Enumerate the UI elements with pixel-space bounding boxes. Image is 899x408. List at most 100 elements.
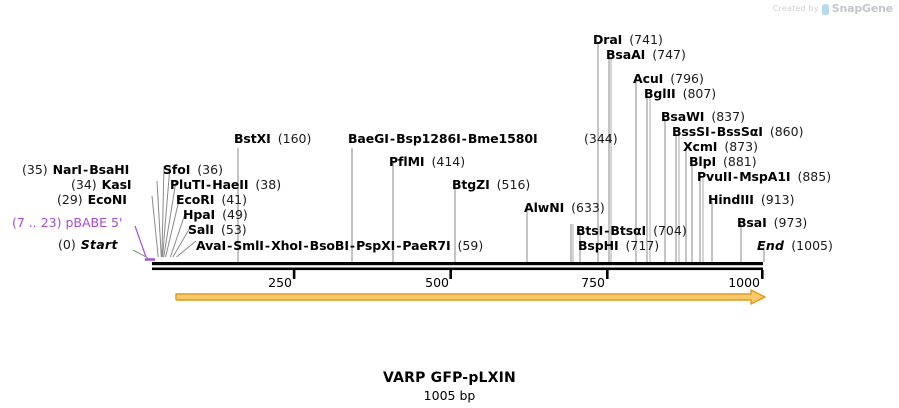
end-word: End — [757, 238, 785, 253]
enzyme-name: AcuI — [633, 71, 664, 86]
enzyme-position: (807) — [682, 86, 717, 101]
site-label-bts-i-group[interactable]: BtsI-BtsαI(704) — [576, 224, 687, 238]
enzyme-name: BtsI — [576, 223, 604, 238]
site-label-hind-iii[interactable]: HindIII (913) — [708, 193, 794, 207]
enzyme-name: XcmI — [683, 139, 718, 154]
enzyme-name: AlwNI — [524, 200, 565, 215]
start-label[interactable]: (0)Start — [58, 238, 118, 251]
enzyme-name: BsaWI — [661, 109, 705, 124]
site-label-hpa-i[interactable]: HpaI(49) — [183, 208, 248, 222]
site-label-bsa-wi[interactable]: BsaWI (837) — [661, 110, 745, 124]
enzyme-position: (59) — [457, 238, 484, 253]
enzyme-position: (160) — [277, 131, 312, 146]
enzyme-position: (344) — [584, 131, 618, 146]
snapgene-logo-icon — [821, 4, 829, 15]
enzyme-name: BssSI — [672, 124, 710, 139]
enzyme-name: BsoBI — [309, 238, 349, 253]
leader-lines-sites-secondary — [572, 58, 704, 262]
site-label-plut-i-group[interactable]: PluTI-HaeII(38) — [170, 178, 281, 192]
site-label-alw-ni[interactable]: AlwNI (633) — [524, 201, 605, 215]
site-label-bst-xi[interactable]: BstXI(160) — [234, 132, 311, 146]
site-label-nar-i-group[interactable]: (35)NarI-BsaHI — [22, 163, 129, 177]
site-label-kas-i[interactable]: (34) KasI — [71, 177, 132, 192]
enzyme-name: SmlI — [233, 238, 264, 253]
leader-line-start — [132, 249, 149, 259]
map-title-block: VARP GFP-pLXIN 1005 bp — [0, 370, 899, 403]
enzyme-name: NarI — [52, 162, 82, 177]
site-label-bsss-i-group[interactable]: BssSI-BssSαI(860) — [672, 125, 803, 139]
enzyme-position: (717) — [625, 238, 660, 253]
enzyme-name: Bme1580I — [467, 131, 538, 146]
enzyme-position: (837) — [711, 109, 745, 124]
enzyme-name: HpaI — [183, 207, 216, 222]
site-label-xcm-i[interactable]: XcmI (873) — [683, 140, 758, 154]
feature-label-pbabe-5prime[interactable]: (7 .. 23) pBABE 5' — [12, 216, 122, 229]
enzyme-separator: - — [389, 131, 396, 146]
end-position: (1005) — [791, 238, 833, 253]
site-label-bsa-ai[interactable]: BsaAI(747) — [606, 48, 686, 62]
snapgene-watermark: Created by SnapGene — [773, 2, 893, 15]
enzyme-name: BtsαI — [610, 223, 647, 238]
enzyme-separator: - — [604, 223, 610, 238]
enzyme-position: (633) — [571, 200, 605, 215]
enzyme-name: BaeGI — [348, 131, 389, 146]
site-label-bsa-i[interactable]: BsaI(973) — [737, 216, 807, 230]
site-label-sal-i[interactable]: SalI (53) — [188, 223, 247, 237]
leader-line-pbabe-feature — [134, 225, 147, 258]
enzyme-position: (913) — [760, 192, 795, 207]
site-label-btg-zi[interactable]: BtgZI(516) — [452, 178, 530, 192]
enzyme-separator: - — [264, 238, 271, 253]
site-label-sfo-i[interactable]: SfoI(36) — [163, 163, 223, 177]
site-position-344: (344) — [584, 132, 618, 146]
site-label-bgl-ii[interactable]: BglII(807) — [644, 87, 716, 101]
site-label-bsp-hi[interactable]: BspHI (717) — [578, 239, 659, 253]
site-label-bae-gi-group[interactable]: BaeGI-Bsp1286I-Bme1580I — [348, 132, 538, 146]
ruler-tick-label-500: 500 — [425, 275, 449, 290]
enzyme-name: XhoI — [271, 238, 303, 253]
site-label-ava-i-group[interactable]: AvaI-SmlI-XhoI-BsoBI-PspXI-PaeR7I(59) — [196, 239, 483, 253]
enzyme-separator: - — [206, 177, 212, 192]
start-position: (0) — [58, 237, 76, 252]
enzyme-separator: - — [396, 238, 402, 253]
enzyme-position: (53) — [220, 222, 247, 237]
enzyme-position: (873) — [724, 139, 758, 154]
enzyme-name: BsaHI — [89, 162, 130, 177]
site-label-eco-ri[interactable]: EcoRI(41) — [176, 193, 247, 207]
enzyme-position: (36) — [197, 162, 223, 177]
leader-lines-left-cluster — [151, 165, 197, 258]
site-label-pfl-mi[interactable]: PflMI(414) — [389, 155, 465, 169]
enzyme-position: (741) — [629, 32, 663, 47]
watermark-brand-text: SnapGene — [831, 2, 893, 15]
enzyme-position: (29) — [57, 192, 83, 207]
enzyme-separator: - — [733, 169, 739, 184]
watermark-created-by-text: Created by — [772, 4, 819, 13]
enzyme-name: AvaI — [196, 238, 227, 253]
enzyme-name: EcoNI — [87, 192, 127, 207]
site-label-dra-i[interactable]: DraI(741) — [593, 33, 663, 47]
site-label-pvu-ii-group[interactable]: PvuII-MspA1I(885) — [697, 170, 831, 184]
enzyme-name: SalI — [188, 222, 214, 237]
ruler-ticks — [292, 270, 764, 279]
site-label-blp-i[interactable]: BlpI(881) — [689, 155, 757, 169]
feature-name: pBABE 5' — [65, 215, 123, 230]
enzyme-position: (34) — [71, 177, 97, 192]
enzyme-name: PluTI — [170, 177, 206, 192]
end-label[interactable]: End (1005) — [757, 239, 833, 252]
enzyme-name: BssSαI — [716, 124, 763, 139]
sequence-backbone-bottom — [152, 267, 763, 271]
plasmid-name: VARP GFP-pLXIN — [383, 370, 516, 386]
enzyme-name: BspHI — [578, 238, 619, 253]
enzyme-name: Bsp1286I — [396, 131, 461, 146]
enzyme-position: (885) — [797, 169, 832, 184]
enzyme-position: (860) — [769, 124, 804, 139]
enzyme-name: HindIII — [708, 192, 754, 207]
enzyme-position: (796) — [670, 71, 704, 86]
enzyme-name: BsaAI — [606, 47, 646, 62]
enzyme-separator: - — [303, 238, 309, 253]
enzyme-name: KasI — [101, 177, 132, 192]
site-label-acu-i[interactable]: AcuI (796) — [633, 72, 704, 86]
site-label-econ-i[interactable]: (29) EcoNI — [57, 193, 127, 207]
enzyme-separator: - — [349, 238, 356, 253]
feature-range: (7 .. 23) — [12, 215, 62, 230]
